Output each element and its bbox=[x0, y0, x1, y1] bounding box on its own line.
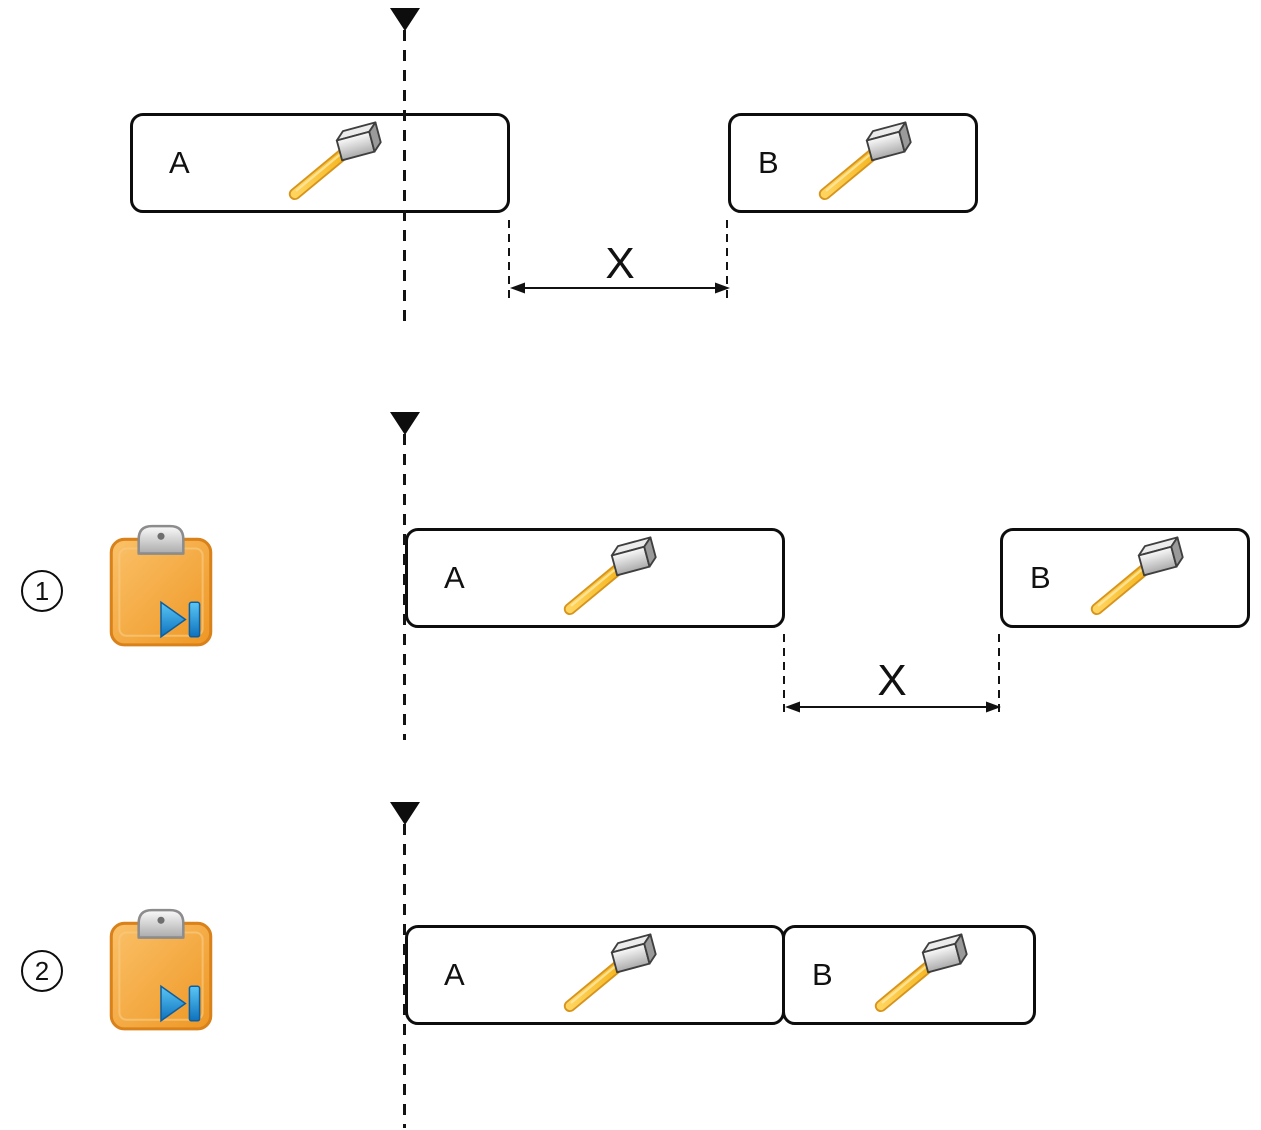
clip-a: A bbox=[405, 528, 785, 628]
playhead-icon bbox=[390, 8, 420, 31]
gap-extension-line bbox=[508, 220, 510, 304]
hammer-icon bbox=[283, 119, 387, 203]
step-1-number: 1 bbox=[34, 575, 50, 606]
gap-label: X bbox=[877, 656, 907, 705]
clipboard-paste-icon bbox=[104, 901, 218, 1035]
step-1-badge: 1 bbox=[21, 570, 63, 612]
gap-extension-line bbox=[726, 220, 728, 304]
clip-a-label: A bbox=[444, 560, 465, 595]
gap-measure-arrow bbox=[510, 282, 730, 294]
playhead-icon bbox=[390, 802, 420, 825]
hammer-icon bbox=[869, 931, 973, 1015]
playhead-icon bbox=[390, 412, 420, 435]
clip-b: B bbox=[728, 113, 978, 213]
hammer-icon bbox=[558, 931, 662, 1015]
clip-a: A bbox=[130, 113, 510, 213]
gap-measure-arrow bbox=[785, 701, 1001, 713]
clip-b-label: B bbox=[1030, 560, 1051, 595]
hammer-icon bbox=[558, 534, 662, 618]
hammer-icon bbox=[1085, 534, 1189, 618]
hammer-icon bbox=[813, 119, 917, 203]
playhead-dashed-line bbox=[403, 824, 406, 1128]
clip-a-label: A bbox=[169, 145, 190, 180]
gap-extension-line bbox=[783, 634, 785, 716]
clip-b-label: B bbox=[758, 145, 779, 180]
clip-b-label: B bbox=[812, 957, 833, 992]
gap-extension-line bbox=[998, 634, 1000, 716]
step-2-number: 2 bbox=[34, 955, 50, 986]
clip-a: A bbox=[405, 925, 785, 1025]
step-2-badge: 2 bbox=[21, 950, 63, 992]
playhead-dashed-line bbox=[403, 30, 406, 330]
clipboard-paste-icon bbox=[104, 517, 218, 651]
playhead-dashed-line bbox=[403, 434, 406, 740]
clip-b: B bbox=[782, 925, 1036, 1025]
clip-a-label: A bbox=[444, 957, 465, 992]
gap-label: X bbox=[605, 239, 635, 288]
clip-b: B bbox=[1000, 528, 1250, 628]
